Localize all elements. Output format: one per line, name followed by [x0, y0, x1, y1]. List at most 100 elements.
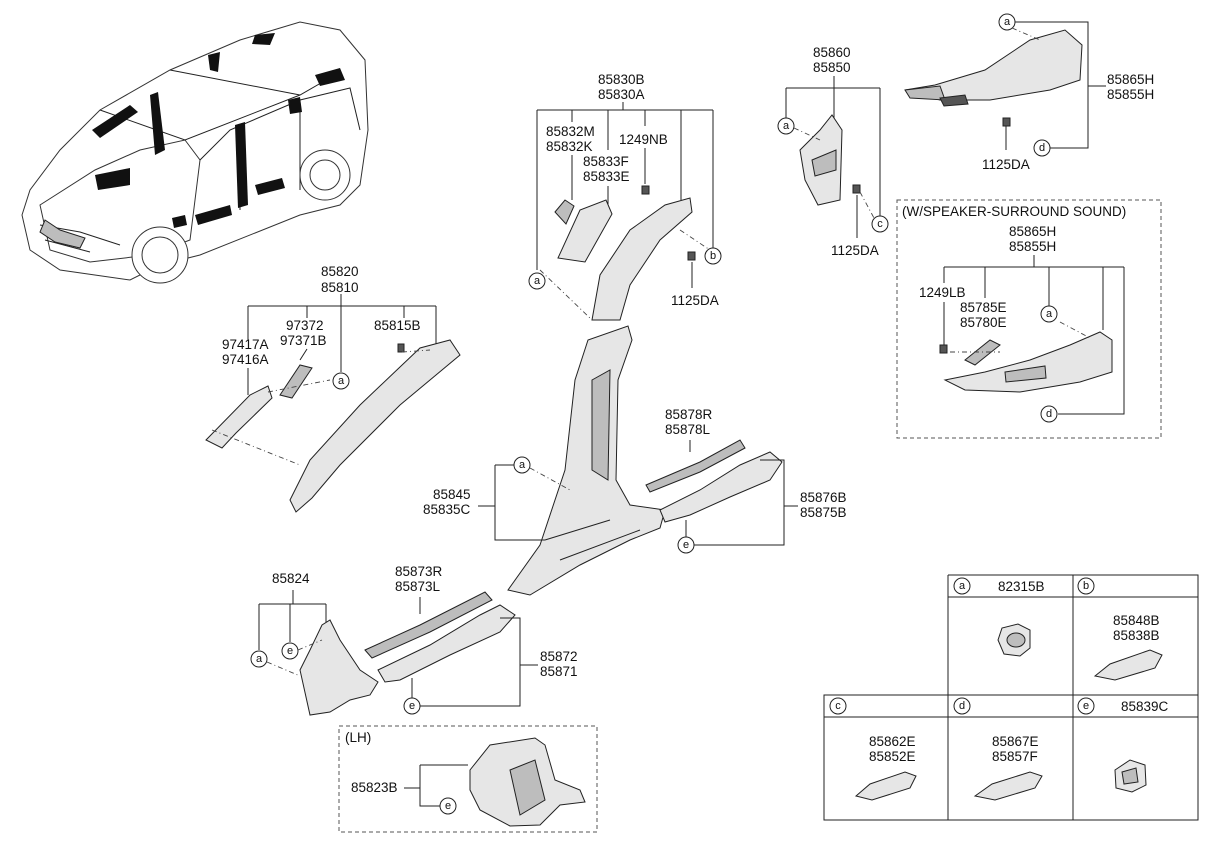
clip-part — [397, 343, 405, 353]
part-number-label: 85833F — [583, 154, 629, 169]
a-pillar-cover-part — [205, 385, 273, 449]
emblem-part — [1093, 649, 1163, 681]
part-number-label: 85873R — [395, 564, 443, 579]
legend-part-label: 85867E — [992, 734, 1039, 749]
callout-b — [704, 247, 722, 265]
part-number-label: 85860 — [813, 45, 851, 60]
rear-scuff-plate-part — [645, 439, 746, 493]
b-pillar-group: 85845 85835C a — [423, 325, 666, 596]
part-number-label: 85845 — [433, 487, 471, 502]
part-number-label: 85865H — [1107, 72, 1154, 87]
part-number-label: 85832K — [546, 139, 593, 154]
legend-part-label: 85848B — [1113, 613, 1160, 628]
bolt-part — [641, 185, 650, 195]
legend-part-label: 85857F — [992, 749, 1038, 764]
legend-part-label: 85852E — [869, 749, 916, 764]
part-number-label: 85815B — [374, 318, 421, 333]
b-pillar-trim-part — [507, 325, 666, 596]
grille-part — [279, 364, 313, 399]
part-number-label: 97372 — [286, 318, 324, 333]
rear-sill-trim-part — [659, 451, 783, 523]
callout-a — [528, 272, 546, 290]
rear-quarter-trim-speaker-part — [943, 331, 1113, 393]
legend-part-label: 85839C — [1121, 699, 1169, 714]
part-number-label: 97371B — [280, 333, 327, 348]
part-number-label: 85780E — [960, 315, 1007, 330]
part-number-label: 97417A — [222, 337, 269, 352]
part-number-label: 85832M — [546, 124, 595, 139]
legend-callout-e — [1077, 697, 1095, 715]
c-pillar-group: 85830B 85830A 85832M 85832K 1249NB 85833… — [528, 72, 722, 321]
callout-letter: d — [959, 700, 965, 712]
part-number-label: 1249LB — [919, 285, 966, 300]
speaker-surround-box: (W/SPEAKER-SURROUND SOUND) 85865H 85855H… — [896, 199, 1162, 439]
callout-letter: c — [835, 700, 841, 712]
callout-letter: e — [683, 539, 689, 551]
part-number-label: 85875B — [800, 505, 847, 520]
legend-callout-b — [1077, 577, 1095, 595]
part-number-label: 85878R — [665, 407, 713, 422]
part-number-label: 1125DA — [671, 293, 719, 308]
callout-d — [1040, 405, 1058, 423]
callout-letter: a — [1004, 16, 1011, 28]
legend-part-label: 82315B — [998, 579, 1045, 594]
callout-letter: d — [1039, 142, 1045, 154]
screw-part — [852, 184, 861, 194]
lh-box: (LH) 85823B e — [338, 725, 598, 833]
callout-c — [871, 215, 889, 233]
front-cowl-trim-part — [299, 619, 379, 716]
callout-e — [281, 642, 299, 660]
part-number-label: 85855H — [1107, 87, 1154, 102]
callout-letter: a — [534, 275, 541, 287]
legend-part-label: 85862E — [869, 734, 916, 749]
part-number-label: 85785E — [960, 300, 1007, 315]
c-pillar-grille-part — [557, 199, 613, 263]
part-number-label: 1249NB — [619, 132, 668, 147]
legend-callout-a — [953, 577, 971, 595]
part-number-label: 85871 — [540, 664, 578, 679]
part-number-label: 85876B — [800, 490, 847, 505]
rear-scuff-group: 85878R 85878L 85876B 85875B e — [645, 407, 847, 554]
callout-letter: a — [783, 120, 790, 132]
part-number-label: 85835C — [423, 502, 471, 517]
part-number-label: 85810 — [321, 280, 359, 295]
part-number-label: 85830B — [598, 72, 645, 87]
a-pillar-group: 85820 85810 97372 97371B 85815B 97417A 9… — [205, 264, 461, 513]
legend-part-label: 85838B — [1113, 628, 1160, 643]
front-sill-trim-part — [377, 604, 516, 683]
callout-letter: c — [877, 218, 883, 230]
part-number-label: 85873L — [395, 579, 441, 594]
legend-callout-c — [829, 697, 847, 715]
box-title: (W/SPEAKER-SURROUND SOUND) — [902, 204, 1126, 219]
part-number-label: 85865H — [1009, 224, 1056, 239]
box-title: (LH) — [345, 730, 371, 745]
callout-letter: e — [287, 645, 293, 657]
part-number-label: 85824 — [272, 571, 310, 586]
callout-letter: e — [409, 700, 415, 712]
front-scuff-plate-part — [364, 591, 493, 659]
part-number-label: 97416A — [222, 352, 269, 367]
part-number-label: 1125DA — [982, 157, 1030, 172]
rear-quarter-trim-part — [904, 29, 1083, 101]
callout-a — [513, 456, 531, 474]
callout-e — [439, 797, 457, 815]
legend-table: a 82315B b 85848B 85838B c 85862E 85852E… — [823, 574, 1199, 821]
part-number-label: 85830A — [598, 87, 645, 102]
callout-letter: e — [1083, 700, 1089, 712]
callout-a — [250, 650, 268, 668]
bolt-part — [939, 344, 948, 354]
part-number-label: 85833E — [583, 169, 630, 184]
part-number-label: 85820 — [321, 264, 359, 279]
callout-letter: b — [710, 250, 716, 262]
vehicle-illustration — [21, 21, 369, 284]
callout-a — [1040, 305, 1058, 323]
callout-a — [777, 117, 795, 135]
d-pillar-group: 85860 85850 a c 1125DA — [777, 45, 889, 258]
part-number-label: 85872 — [540, 649, 578, 664]
part-number-label: 85878L — [665, 422, 711, 437]
callout-letter: a — [1046, 308, 1053, 320]
legend-callout-d — [953, 697, 971, 715]
part-number-label: 85850 — [813, 60, 851, 75]
front-scuff-group: 85873R 85873L 85872 85871 e — [364, 564, 578, 715]
